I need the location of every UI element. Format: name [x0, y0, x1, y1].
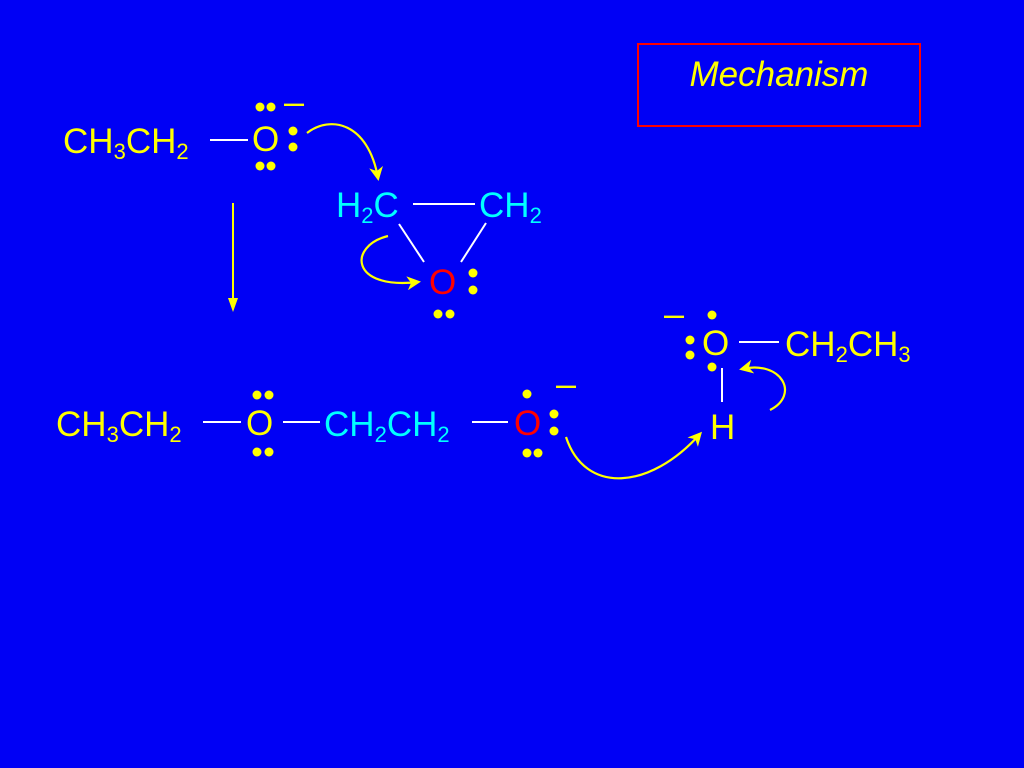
ethanol-negative-charge: –	[664, 293, 685, 334]
electron-dot	[252, 390, 262, 400]
ethanol-oxygen: O	[702, 324, 730, 363]
product-ether-oxygen: O	[246, 404, 274, 443]
bond-epoxide-right-co	[460, 222, 487, 263]
arrow-oh-bond	[739, 359, 787, 411]
ethanol-ethyl-group: CH2CH3	[785, 325, 911, 368]
electron-dot	[264, 447, 274, 457]
product-alkoxide-oxygen: O	[514, 404, 542, 443]
epoxide-right-carbon: CH2	[479, 186, 542, 229]
arrow-attack-epoxide	[306, 123, 383, 181]
title-box: Mechanism	[637, 43, 921, 127]
epoxide-oxygen: O	[429, 263, 457, 302]
electron-dot	[255, 161, 265, 171]
curved-arrows	[306, 123, 787, 480]
electron-dot	[264, 390, 274, 400]
arrow-deprotonation	[564, 431, 702, 480]
product-ethyl-group: CH3CH2	[56, 405, 182, 448]
electron-dot	[468, 285, 478, 295]
electron-dot	[707, 362, 717, 372]
electron-dot	[549, 409, 559, 419]
electron-dot	[266, 102, 276, 112]
electron-dot	[522, 448, 532, 458]
electron-dot	[255, 102, 265, 112]
electron-dot	[288, 126, 298, 136]
arrow-ring-opening	[360, 234, 421, 291]
ethanol-hydrogen: H	[710, 408, 736, 447]
electron-dot	[252, 447, 262, 457]
bond-epoxide-left-co	[398, 223, 425, 263]
ethoxide-ethyl-group: CH3CH2	[63, 122, 189, 165]
ethoxide-negative-charge: –	[284, 81, 305, 122]
electron-dot	[468, 268, 478, 278]
product-negative-charge: –	[556, 363, 577, 404]
electron-dot	[533, 448, 543, 458]
ethoxide-oxygen: O	[252, 120, 280, 159]
reaction-arrow-head	[228, 298, 238, 312]
slide-title: Mechanism	[689, 55, 869, 94]
electron-dot	[549, 426, 559, 436]
electron-dot	[685, 335, 695, 345]
product-ethylene-chain: CH2CH2	[324, 405, 450, 448]
electron-dot	[685, 350, 695, 360]
electron-dot	[266, 161, 276, 171]
lone-pair-electrons	[252, 102, 717, 458]
electron-dot	[433, 309, 443, 319]
electron-dot	[445, 309, 455, 319]
electron-dot	[522, 389, 532, 399]
electron-dot	[707, 310, 717, 320]
electron-dot	[288, 142, 298, 152]
epoxide-left-carbon: H2C	[336, 186, 399, 229]
bonds	[203, 139, 779, 423]
reaction-arrow	[228, 203, 238, 312]
